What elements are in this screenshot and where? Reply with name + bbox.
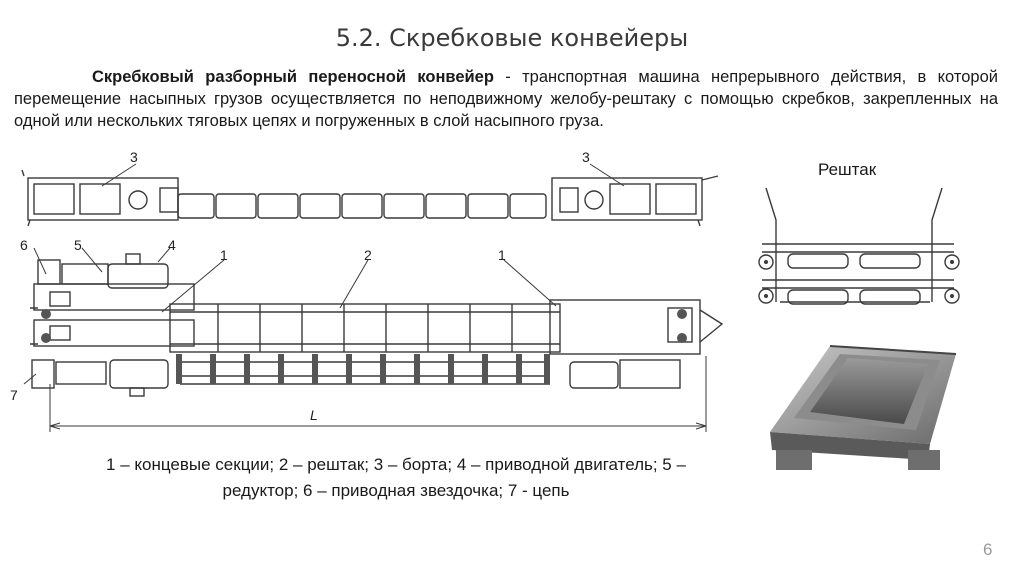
conveyor-drawing: 3 3 6 5 4 1 2 1 7 L [10,149,724,432]
callout-1-right: 1 [498,247,506,263]
length-label: L [310,407,318,423]
definition-text: - транспортная машина непрерывного дейст… [14,68,998,130]
callout-5: 5 [74,237,82,253]
callout-2: 2 [364,247,372,263]
callout-1-left: 1 [220,247,228,263]
reshtak-label: Рештак [818,160,877,179]
callout-7: 7 [10,387,18,403]
page-number: 6 [983,540,993,559]
callout-4: 4 [168,237,176,253]
definition-term: Скребковый разборный переносной конвейер [92,68,494,86]
reshtak-cross-section [758,187,960,305]
definition-paragraph: Скребковый разборный переносной конвейер… [14,66,998,132]
figure-legend: 1 – концевые секции; 2 – рештак; 3 – бор… [106,455,686,500]
callout-3-right: 3 [582,149,590,165]
reshtak-photo [770,345,957,470]
callout-3-left: 3 [130,149,138,165]
callout-6: 6 [20,237,28,253]
slide-title: 5.2. Скребковые конвейеры [335,24,689,52]
